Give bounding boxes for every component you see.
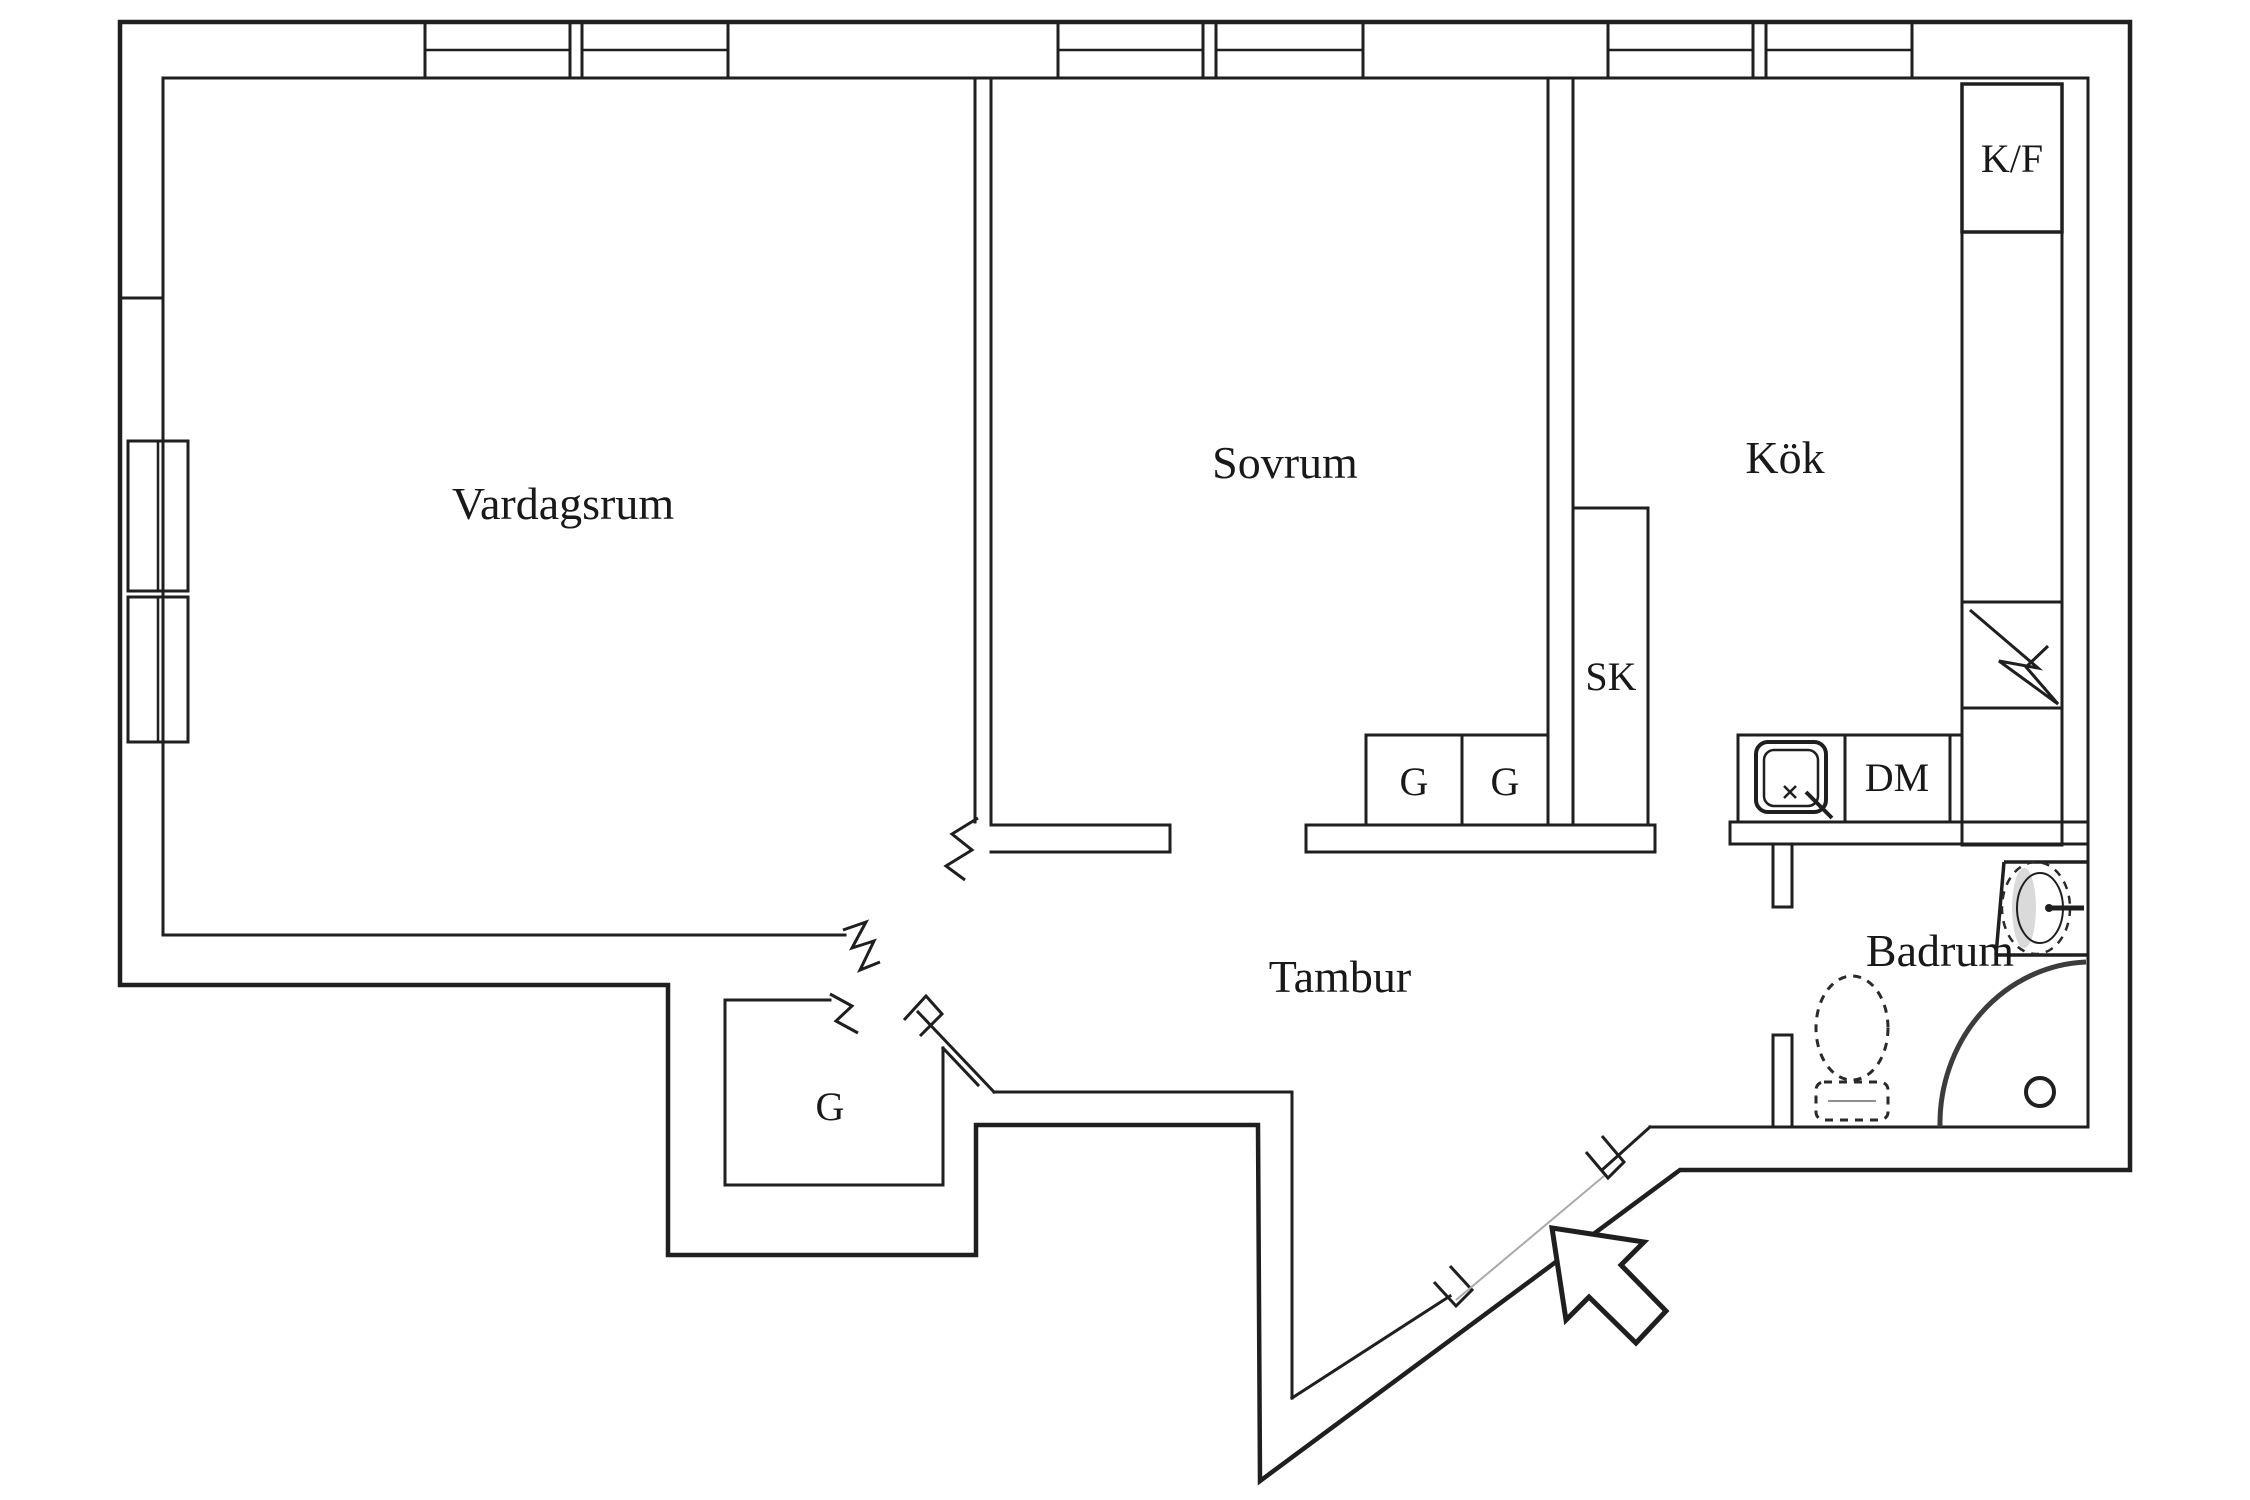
hall-wardrobe-pocket <box>723 998 997 1187</box>
door-jamb-marker <box>829 992 859 1035</box>
window-symbol <box>580 20 730 80</box>
shower-door-arc-icon <box>1937 959 2087 1128</box>
label-hall-wardrobe: G <box>816 1084 845 1129</box>
window-symbol <box>126 595 190 744</box>
window-symbols <box>126 20 1914 744</box>
door-jamb-marker <box>842 919 881 973</box>
door-jamb-markers <box>829 816 1627 1309</box>
kitchen-fixtures <box>1754 82 2064 847</box>
floor-drain-icon <box>2024 1076 2056 1108</box>
door-jamb-marker <box>1584 1135 1627 1181</box>
wall-bedroom-south <box>989 823 1657 854</box>
hall-south-and-entry-walls <box>992 1090 2090 1401</box>
entrance-arrow-icon <box>1549 1225 1670 1347</box>
label-living-room: Vardagsrum <box>452 478 674 529</box>
kitchen-sink-icon <box>1754 740 1834 820</box>
label-bedroom: Sovrum <box>1212 437 1358 488</box>
kitchen-counter-lower <box>1960 706 2064 847</box>
door-jamb-marker <box>943 816 979 882</box>
stove-lightning-icon <box>1969 608 2060 706</box>
window-symbol <box>1056 20 1205 80</box>
toilet-icon <box>1814 974 1890 1122</box>
label-wardrobe-1: G <box>1400 759 1429 804</box>
door-jamb-marker <box>902 993 945 1038</box>
bathroom-fixtures <box>1814 860 2088 1128</box>
door-jamb-marker <box>1432 1264 1475 1309</box>
entrance-threshold <box>1455 1175 1605 1301</box>
wall-living-bedroom <box>973 76 993 827</box>
interior-wall-lines <box>118 76 2090 1129</box>
window-symbol <box>1764 20 1914 80</box>
bathroom-sink-icon <box>1994 860 2088 957</box>
wall-bedroom-kitchen <box>1546 76 1650 827</box>
window-symbol <box>1606 20 1755 80</box>
label-wardrobe-2: G <box>1491 759 1520 804</box>
label-kitchen: Kök <box>1745 432 1824 483</box>
label-bathroom: Badrum <box>1866 925 2014 976</box>
window-symbol <box>126 439 190 593</box>
kitchen-counter-upper <box>1960 230 2064 604</box>
label-dishwasher: DM <box>1865 755 1929 800</box>
exterior-wall-outline <box>117 19 2133 1486</box>
window-symbol <box>423 20 572 80</box>
window-symbol <box>1214 20 1365 80</box>
kitchen-counter-and-bath-wall <box>1728 733 2090 1129</box>
label-hallway: Tambur <box>1269 951 1411 1002</box>
label-fridge-freezer: K/F <box>1981 136 2043 181</box>
label-cleaning-cupboard: SK <box>1585 654 1636 699</box>
wardrobe-boxes <box>1364 733 1550 827</box>
